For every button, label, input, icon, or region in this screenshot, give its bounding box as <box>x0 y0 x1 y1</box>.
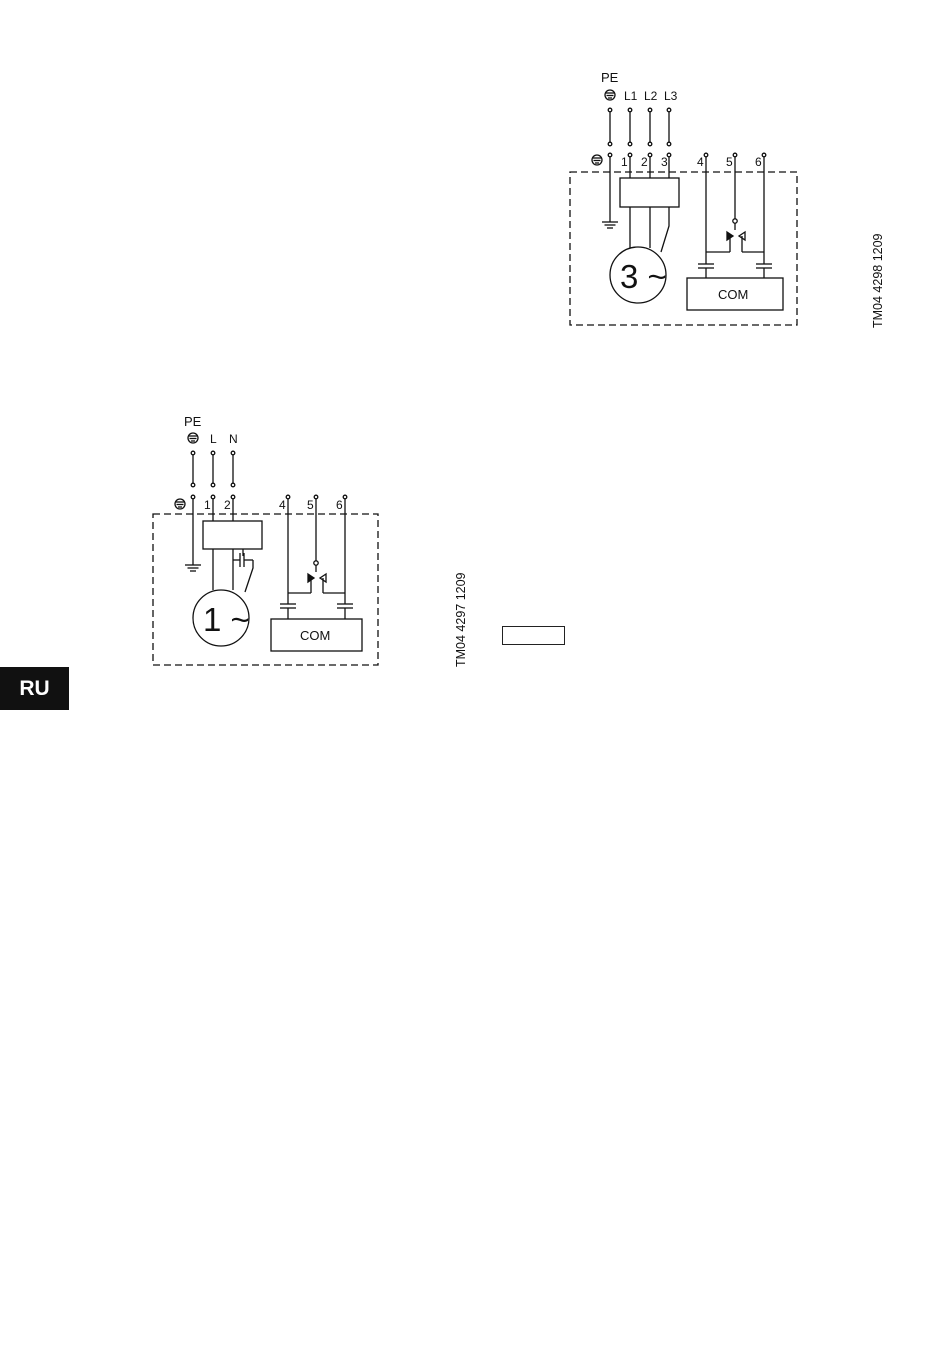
diagram-single-phase: PE L N 1 2 4 5 6 <box>153 414 378 665</box>
terminal-6-1ph: 6 <box>336 498 343 512</box>
terminal-5-3ph: 5 <box>726 155 733 169</box>
earth-icon <box>605 90 615 100</box>
terminal-earth-icon <box>592 155 602 165</box>
label-l3: L3 <box>664 89 678 103</box>
drawing-code-1ph: TM04 4297 1209 <box>454 572 468 667</box>
terminal-1-1ph: 1 <box>204 498 211 512</box>
label-l2: L2 <box>644 89 658 103</box>
terminal-3-3ph: 3 <box>661 155 668 169</box>
drawing-code-3ph: TM04 4298 1209 <box>871 233 885 328</box>
terminal-6-3ph: 6 <box>755 155 762 169</box>
motor-label-1ph: 1 ~ <box>203 601 250 638</box>
label-pe-3ph: PE <box>601 70 619 85</box>
thermal-protector-box-1ph <box>203 521 262 549</box>
motor-label-3ph: 3 ~ <box>620 258 667 295</box>
terminal-earth-icon <box>175 499 185 509</box>
label-pe-1ph: PE <box>184 414 202 429</box>
diagram-three-phase: PE L1 L2 L3 1 2 3 4 5 6 <box>570 70 797 325</box>
earth-icon <box>188 433 198 443</box>
thermal-protector-box-3ph <box>620 178 679 207</box>
terminal-2-1ph: 2 <box>224 498 231 512</box>
label-l1: L1 <box>624 89 638 103</box>
com-label-1ph: COM <box>300 628 330 643</box>
terminal-5-1ph: 5 <box>307 498 314 512</box>
label-n: N <box>229 432 238 446</box>
label-l: L <box>210 432 217 446</box>
enclosure-1ph <box>153 514 378 665</box>
enclosure-3ph <box>570 172 797 325</box>
terminal-4-3ph: 4 <box>697 155 704 169</box>
terminal-4-1ph: 4 <box>279 498 286 512</box>
terminal-1-3ph: 1 <box>621 155 628 169</box>
terminal-2-3ph: 2 <box>641 155 648 169</box>
com-label-3ph: COM <box>718 287 748 302</box>
